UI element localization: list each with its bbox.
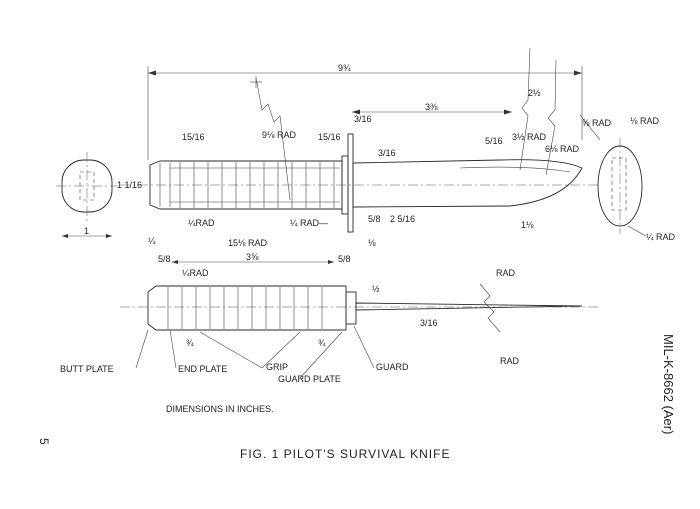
dim-1-4rad-b: ¼ RAD— bbox=[290, 218, 328, 228]
butt-end-view: 1 bbox=[56, 152, 118, 238]
grip-rings-bottom bbox=[167, 287, 323, 329]
dim-1-8: ⅛ bbox=[368, 238, 376, 248]
dim-tip-r2: 3½ RAD bbox=[512, 132, 547, 142]
dim-overall: 9¾ bbox=[338, 63, 351, 73]
label-butt-plate: BUTT PLATE bbox=[60, 364, 114, 374]
dim-grip-rad2: 15⅛ RAD bbox=[228, 238, 268, 248]
dim-1-4rad: ¼RAD bbox=[188, 218, 215, 228]
spec-number: MIL-K-8662 (Aer) bbox=[661, 334, 676, 434]
dim-3-16-b: 3/16 bbox=[378, 148, 396, 158]
dim-5-8-c: 5/8 bbox=[338, 254, 351, 264]
dim-5-16: 5/16 bbox=[485, 136, 503, 146]
dim-1-4rad-d: ¼RAD bbox=[182, 268, 209, 278]
label-end-plate: END PLATE bbox=[178, 364, 227, 374]
dim-rad-1: RAD bbox=[496, 268, 516, 278]
bottom-view: 3⅝ 15⅛ RAD 5/8 5/8 ¼ ¼RAD RAD RAD ½ 3/16 bbox=[120, 236, 600, 379]
dim-15-16-a: 15/16 bbox=[182, 132, 205, 142]
tip-end-view: ¼ RAD bbox=[597, 138, 676, 242]
label-grip: GRIP bbox=[266, 362, 288, 372]
dim-tip-r3: 6⅛ RAD bbox=[545, 144, 580, 154]
dim-3-4-b: ¾ bbox=[318, 338, 326, 348]
dim-tip-r5: ⅛ RAD bbox=[630, 116, 660, 126]
dim-2-5-16: 2 5/16 bbox=[390, 214, 415, 224]
dim-3-4-a: ¾ bbox=[186, 338, 194, 348]
dim-15-16-b: 15/16 bbox=[318, 132, 341, 142]
dim-1-4rad-c: ¼ RAD bbox=[646, 232, 676, 242]
dim-1-1-16: 1 1/16 bbox=[117, 180, 142, 190]
label-guard: GUARD bbox=[376, 362, 409, 372]
dim-1-4-a: ¼ bbox=[148, 236, 156, 246]
label-guard-plate: GUARD PLATE bbox=[278, 374, 341, 384]
dim-rad-2: RAD bbox=[500, 356, 520, 366]
dim-3-16-a: 3/16 bbox=[354, 114, 372, 124]
dim-1-1-8: 1⅛ bbox=[521, 220, 534, 230]
dim-3-16-c: 3/16 bbox=[420, 318, 438, 328]
figure-caption: FIG. 1 PILOT'S SURVIVAL KNIFE bbox=[240, 447, 450, 461]
dim-5-8: 5/8 bbox=[368, 214, 381, 224]
units-note: DIMENSIONS IN INCHES. bbox=[166, 404, 274, 414]
dim-5-8-b: 5/8 bbox=[158, 254, 171, 264]
dim-3-5-8: 3⅝ bbox=[246, 252, 259, 262]
top-view: 9¾ 3⅜ bbox=[117, 47, 660, 248]
dim-grip-rad: 9⅛ RAD bbox=[262, 130, 297, 140]
dim-blade-length: 3⅜ bbox=[425, 102, 438, 112]
page-number: 5 bbox=[37, 438, 51, 445]
dim-1: 1 bbox=[84, 226, 89, 236]
dim-tip-r1: 2½ bbox=[528, 88, 541, 98]
dim-1-2: ½ bbox=[372, 284, 380, 294]
dim-tip-r4: ⅝ RAD bbox=[582, 118, 612, 128]
